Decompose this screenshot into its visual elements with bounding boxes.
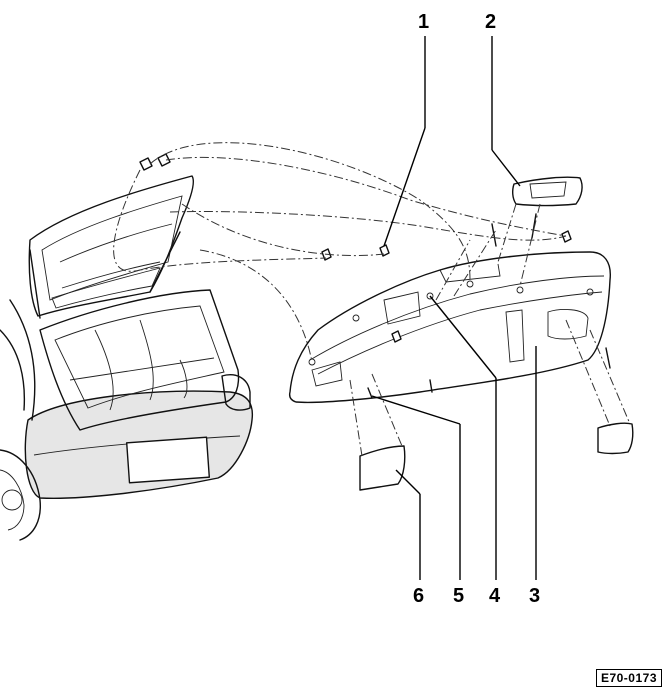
small-covers — [359, 422, 634, 491]
callout-3: 3 — [529, 585, 540, 607]
callout-numbers: 1 2 3 4 5 6 — [413, 11, 540, 607]
callout-1: 1 — [418, 11, 429, 33]
callout-6: 6 — [413, 585, 424, 607]
handle-cover — [511, 176, 583, 207]
leader-lines — [371, 36, 537, 580]
assembly-lines — [113, 142, 631, 457]
callout-2: 2 — [485, 11, 496, 33]
trim-panel — [288, 251, 611, 404]
car-body — [0, 175, 254, 541]
reference-code-label: E70-0173 — [595, 669, 662, 687]
callout-4: 4 — [489, 585, 501, 607]
callout-5: 5 — [453, 585, 464, 607]
